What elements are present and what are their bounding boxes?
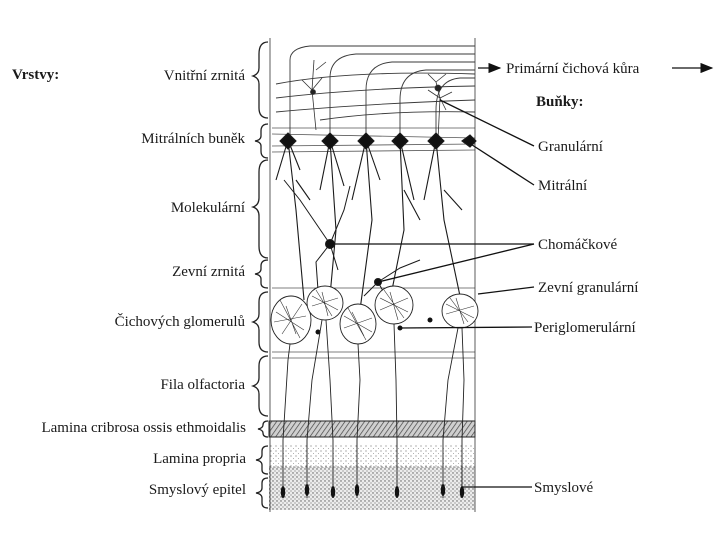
cell-label-sensory: Smyslové bbox=[534, 480, 594, 496]
bracket-lamina-propria bbox=[256, 446, 268, 474]
bracket-glomerular bbox=[253, 292, 268, 352]
layer-brackets bbox=[253, 42, 268, 508]
lamina-propria-band bbox=[269, 445, 475, 467]
cell-label-granular: Granulární bbox=[538, 139, 603, 155]
pointer-granular bbox=[440, 100, 534, 146]
layer-label-inner-granular: Vnitřní zrnitá bbox=[164, 68, 246, 84]
layer-label-mitral: Mitrálních buněk bbox=[141, 131, 245, 147]
cell-label-tufted: Chomáčkové bbox=[538, 237, 617, 253]
glomeruli bbox=[271, 286, 478, 344]
bracket-mitral bbox=[255, 124, 268, 158]
layer-boundaries bbox=[270, 38, 475, 512]
layer-label-lamina-propria: Lamina propria bbox=[153, 451, 246, 467]
layers-heading: Vrstvy: bbox=[12, 67, 59, 83]
cell-body-mitral-6 bbox=[462, 135, 476, 147]
cell-body-mitral-1 bbox=[280, 133, 296, 149]
cell-body-mitral-5 bbox=[428, 133, 444, 149]
cell-label-cortex: Primární čichová kůra bbox=[506, 61, 640, 77]
cell-label-mitral: Mitrální bbox=[538, 178, 587, 194]
bracket-fila-olfactoria bbox=[253, 356, 268, 416]
cell-label-periglomerular: Periglomerulární bbox=[534, 320, 636, 336]
cell-body-mitral-4 bbox=[392, 133, 408, 149]
layer-label-outer-granular: Zevní zrnitá bbox=[172, 264, 245, 280]
layer-label-sensory-epithelium: Smyslový epitel bbox=[149, 482, 246, 498]
cell-label-outer-granular: Zevní granulární bbox=[538, 280, 638, 296]
bracket-outer-granular bbox=[255, 260, 268, 288]
layer-label-molecular: Molekulární bbox=[171, 200, 245, 216]
tissue-bands bbox=[269, 421, 475, 510]
layer-label-glomerular: Čichových glomerulů bbox=[115, 313, 246, 330]
pointer-outer-granular bbox=[478, 287, 534, 294]
pointer-mitral bbox=[466, 141, 534, 185]
axon-bundle bbox=[276, 46, 475, 140]
pointer-periglomerular bbox=[400, 327, 532, 328]
layer-labels: Vnitřní zrnitá Mitrálních buněk Molekulá… bbox=[41, 68, 246, 498]
bracket-inner-granular bbox=[253, 42, 268, 118]
bracket-lamina-cribrosa bbox=[258, 421, 268, 437]
bracket-sensory-epithelium bbox=[256, 478, 268, 508]
layer-label-lamina-cribrosa: Lamina cribrosa ossis ethmoidalis bbox=[41, 420, 246, 436]
bracket-molecular bbox=[253, 160, 268, 258]
cells-heading: Buňky: bbox=[536, 94, 584, 110]
cell-labels: Primární čichová kůra Granulární Mitráln… bbox=[506, 61, 640, 496]
layer-label-fila-olfactoria: Fila olfactoria bbox=[160, 377, 245, 393]
